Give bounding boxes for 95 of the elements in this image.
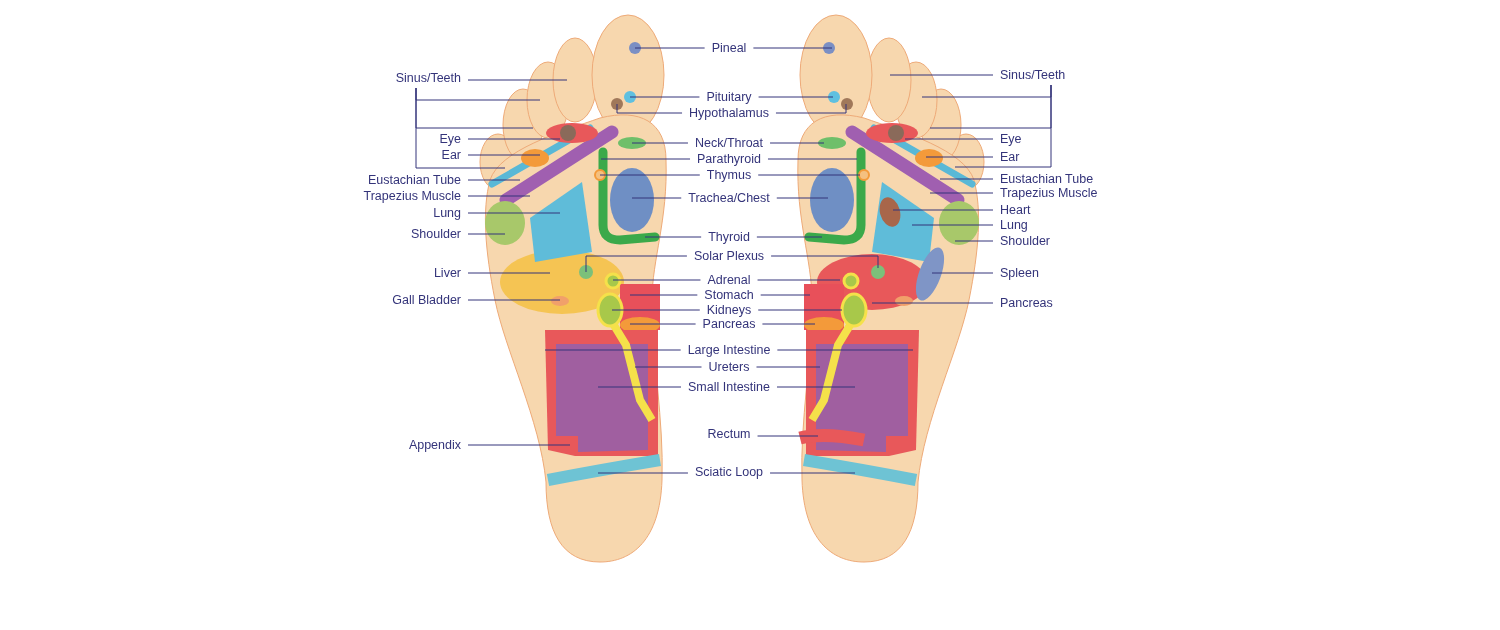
leader-line [760, 294, 811, 296]
organ-label: Pineal [711, 40, 747, 56]
leader-line [634, 366, 702, 368]
organ-label: Ear [1000, 149, 1020, 165]
organ-label: Heart [1000, 202, 1031, 218]
leader-line [776, 386, 856, 388]
leader-line [597, 472, 689, 474]
leader-line [757, 279, 841, 281]
organ-label: Spleen [1000, 265, 1039, 281]
leader-line [467, 233, 506, 235]
organ-label: Lung [433, 205, 461, 221]
leader-line [931, 272, 994, 274]
organ-label: Adrenal [707, 272, 751, 288]
organ-label: Sinus/Teeth [1000, 67, 1066, 83]
leader-line [644, 236, 702, 238]
organ-label: Eye [1000, 131, 1022, 147]
organ-label: Liver [433, 265, 461, 281]
organ-label: Hypothalamus [689, 105, 769, 121]
leader-line [544, 349, 682, 351]
leader-line [756, 366, 821, 368]
organ-label: Ureters [708, 359, 750, 375]
leader-line [631, 197, 682, 199]
leader-line [911, 224, 994, 226]
organ-label: Stomach [704, 287, 754, 303]
leader-line [600, 158, 691, 160]
leader-line [769, 142, 825, 144]
leader-line [756, 236, 823, 238]
leader-line [467, 299, 561, 301]
leader-line [629, 96, 700, 98]
leader-line [929, 192, 994, 194]
organ-label: Ear [441, 147, 461, 163]
leader-line [597, 386, 682, 388]
leader-line [467, 444, 571, 446]
leader-line [629, 294, 698, 296]
organ-label: Solar Plexus [693, 248, 765, 264]
leader-line [585, 255, 688, 273]
leader-line [904, 138, 994, 140]
leader-line [467, 195, 531, 197]
leader-line [871, 302, 994, 304]
leader-line [467, 138, 561, 140]
leader-line [775, 103, 847, 114]
leader-line [776, 197, 829, 199]
leader-line [611, 309, 701, 311]
leader-line [467, 79, 568, 81]
organ-label: Rectum [707, 426, 751, 442]
organ-label: Eustachian Tube [367, 172, 461, 188]
organ-label: Small Intestine [688, 379, 770, 395]
organ-label: Trapezius Muscle [363, 188, 461, 204]
organ-label: Pancreas [702, 316, 756, 332]
leader-line [415, 87, 506, 169]
organ-label: Kidneys [706, 302, 752, 318]
organ-label: Pituitary [706, 89, 752, 105]
leader-line [612, 279, 701, 281]
organ-label: Large Intestine [687, 342, 771, 358]
leader-line [767, 158, 858, 160]
organ-label: Lung [1000, 217, 1028, 233]
organ-label: Sciatic Loop [694, 464, 764, 480]
leader-line [892, 209, 994, 211]
leader-line [889, 74, 994, 76]
leader-line [758, 96, 834, 98]
leader-line [770, 255, 879, 269]
organ-label: Trapezius Muscle [1000, 185, 1098, 201]
organ-label: Gall Bladder [392, 292, 461, 308]
leader-line [467, 212, 561, 214]
leader-line [769, 472, 856, 474]
leader-line [467, 154, 541, 156]
leader-line [599, 174, 701, 176]
leader-line [757, 174, 861, 176]
leader-line [634, 47, 706, 49]
organ-label: Sinus/Teeth [395, 70, 461, 86]
organ-label: Pancreas [1000, 295, 1053, 311]
leader-line [954, 240, 994, 242]
leader-line [757, 435, 819, 437]
organ-label: Eye [439, 131, 461, 147]
leader-line [757, 309, 843, 311]
leader-line [776, 349, 914, 351]
organ-label: Thymus [706, 167, 752, 183]
leader-line [752, 47, 833, 49]
leader-line [925, 156, 994, 158]
leader-line [954, 84, 1052, 168]
organ-label: Trachea/Chest [688, 190, 770, 206]
leader-line [939, 178, 994, 180]
organ-label: Neck/Throat [694, 135, 764, 151]
leader-line [629, 323, 697, 325]
organ-label: Eustachian Tube [1000, 171, 1094, 187]
leader-line [761, 323, 816, 325]
organ-label: Appendix [408, 437, 461, 453]
leader-line [616, 103, 683, 114]
leader-line [467, 179, 521, 181]
leader-line [631, 142, 689, 144]
organ-label: Shoulder [410, 226, 461, 242]
leader-line [467, 272, 551, 274]
organ-label: Parathyroid [697, 151, 761, 167]
organ-label: Thyroid [708, 229, 750, 245]
organ-label: Shoulder [1000, 233, 1051, 249]
